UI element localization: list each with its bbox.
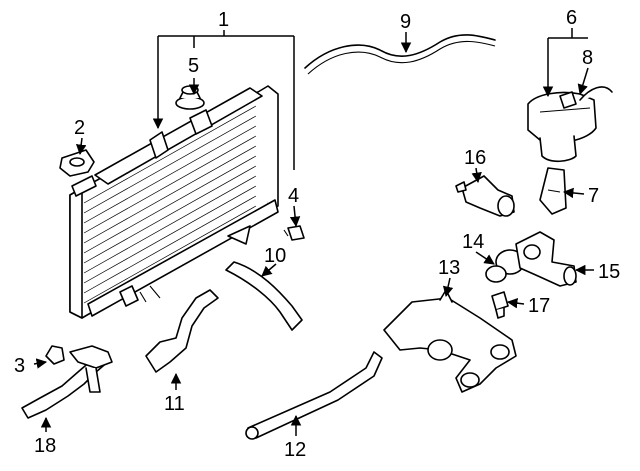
callout-6: 6 <box>566 7 577 29</box>
callout-3: 3 <box>14 355 25 377</box>
upper-hose <box>225 261 303 331</box>
lower-hose <box>245 351 383 440</box>
callout-labels: 1 2 3 4 5 6 7 8 9 10 11 12 13 14 15 16 1… <box>14 7 620 461</box>
temp-sender <box>491 291 509 319</box>
callout-7: 7 <box>588 185 599 207</box>
hose-clamp <box>45 345 65 365</box>
callout-1: 1 <box>218 9 229 31</box>
overflow-hose <box>304 34 496 75</box>
water-inlet-pipe <box>383 289 517 393</box>
lower-radiator-hose <box>145 289 219 373</box>
callout-4: 4 <box>288 185 299 207</box>
leader-lines <box>33 28 594 436</box>
reservoir-tank <box>527 86 613 163</box>
callout-17: 17 <box>528 295 550 317</box>
callout-11: 11 <box>164 393 185 415</box>
callout-13: 13 <box>438 257 460 279</box>
callout-5: 5 <box>188 55 199 77</box>
radiator <box>69 85 279 319</box>
callout-2: 2 <box>74 117 85 139</box>
callout-8: 8 <box>582 47 593 69</box>
callout-12: 12 <box>284 439 306 461</box>
callout-10: 10 <box>264 245 286 267</box>
callout-9: 9 <box>400 11 411 33</box>
drain-plug <box>283 225 305 241</box>
thermostat-housing <box>515 231 577 287</box>
callout-18: 18 <box>34 435 56 457</box>
radiator-cap <box>175 85 205 110</box>
water-outlet-sensor <box>455 175 515 217</box>
heater-hose-assembly <box>21 345 113 419</box>
callout-14: 14 <box>462 231 484 253</box>
mount-bracket <box>59 149 95 177</box>
tank-bracket <box>539 167 567 215</box>
radiator-core-fins <box>83 105 257 304</box>
callout-16: 16 <box>464 147 486 169</box>
callout-15: 15 <box>598 261 620 283</box>
